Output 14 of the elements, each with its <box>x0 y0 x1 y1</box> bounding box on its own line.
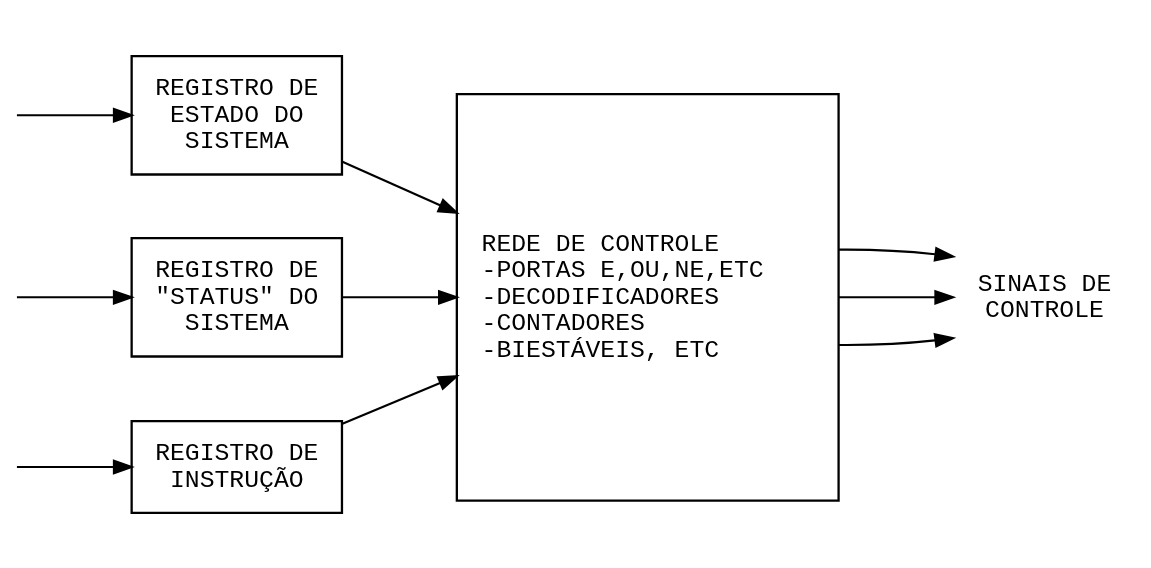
arrow <box>16 458 135 475</box>
arrow <box>342 289 460 305</box>
node-box: REGISTRO DE INSTRUÇÃO <box>130 419 344 514</box>
arrow <box>16 289 135 305</box>
node-box: REGISTRO DE "STATUS" DO SISTEMA <box>130 236 344 358</box>
node-text: SINAIS DE CONTROLE <box>977 269 1112 324</box>
arrow <box>838 332 957 348</box>
arrow <box>342 374 460 425</box>
arrow <box>838 289 957 305</box>
node-box: REGISTRO DE ESTADO DO SISTEMA <box>130 54 344 176</box>
arrow <box>342 160 460 214</box>
arrow <box>16 107 135 123</box>
node-box: REDE DE CONTROLE -PORTAS E,OU,NE,ETC -DECODIFICADORES -CONTADORES -BIESTÁVEIS, ETC <box>455 92 840 502</box>
arrow <box>838 246 957 262</box>
